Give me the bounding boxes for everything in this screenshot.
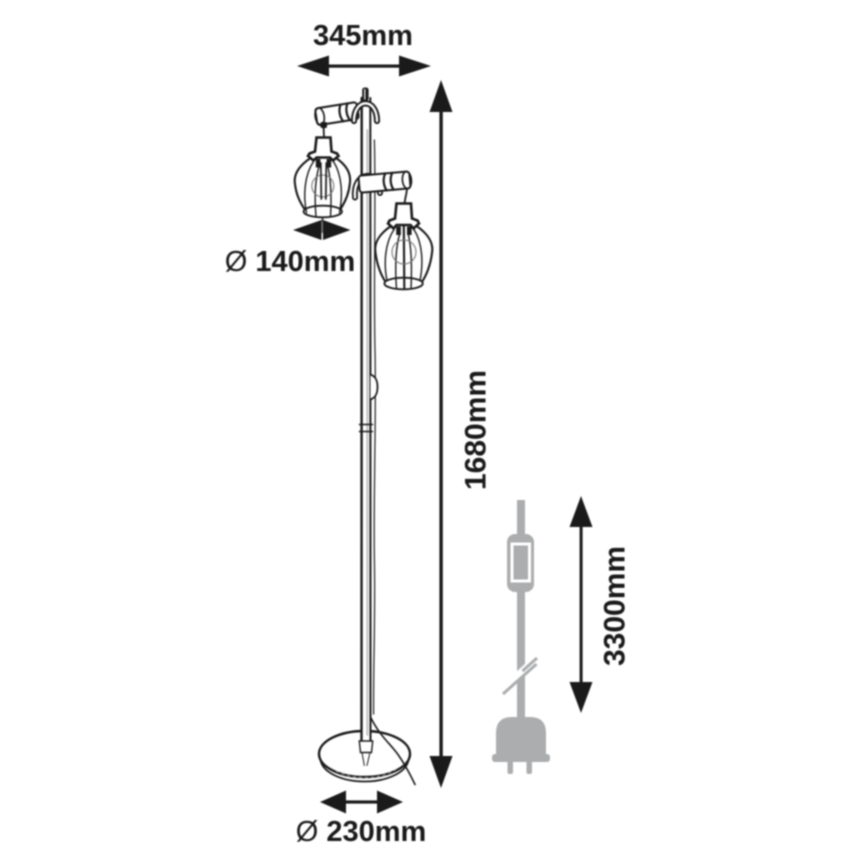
svg-text:345mm: 345mm	[313, 20, 413, 52]
svg-text:3300mm: 3300mm	[599, 546, 632, 666]
svg-text:Ø 140mm: Ø 140mm	[225, 246, 356, 278]
svg-text:Ø 230mm: Ø 230mm	[296, 816, 427, 848]
svg-text:1680mm: 1680mm	[460, 370, 493, 490]
